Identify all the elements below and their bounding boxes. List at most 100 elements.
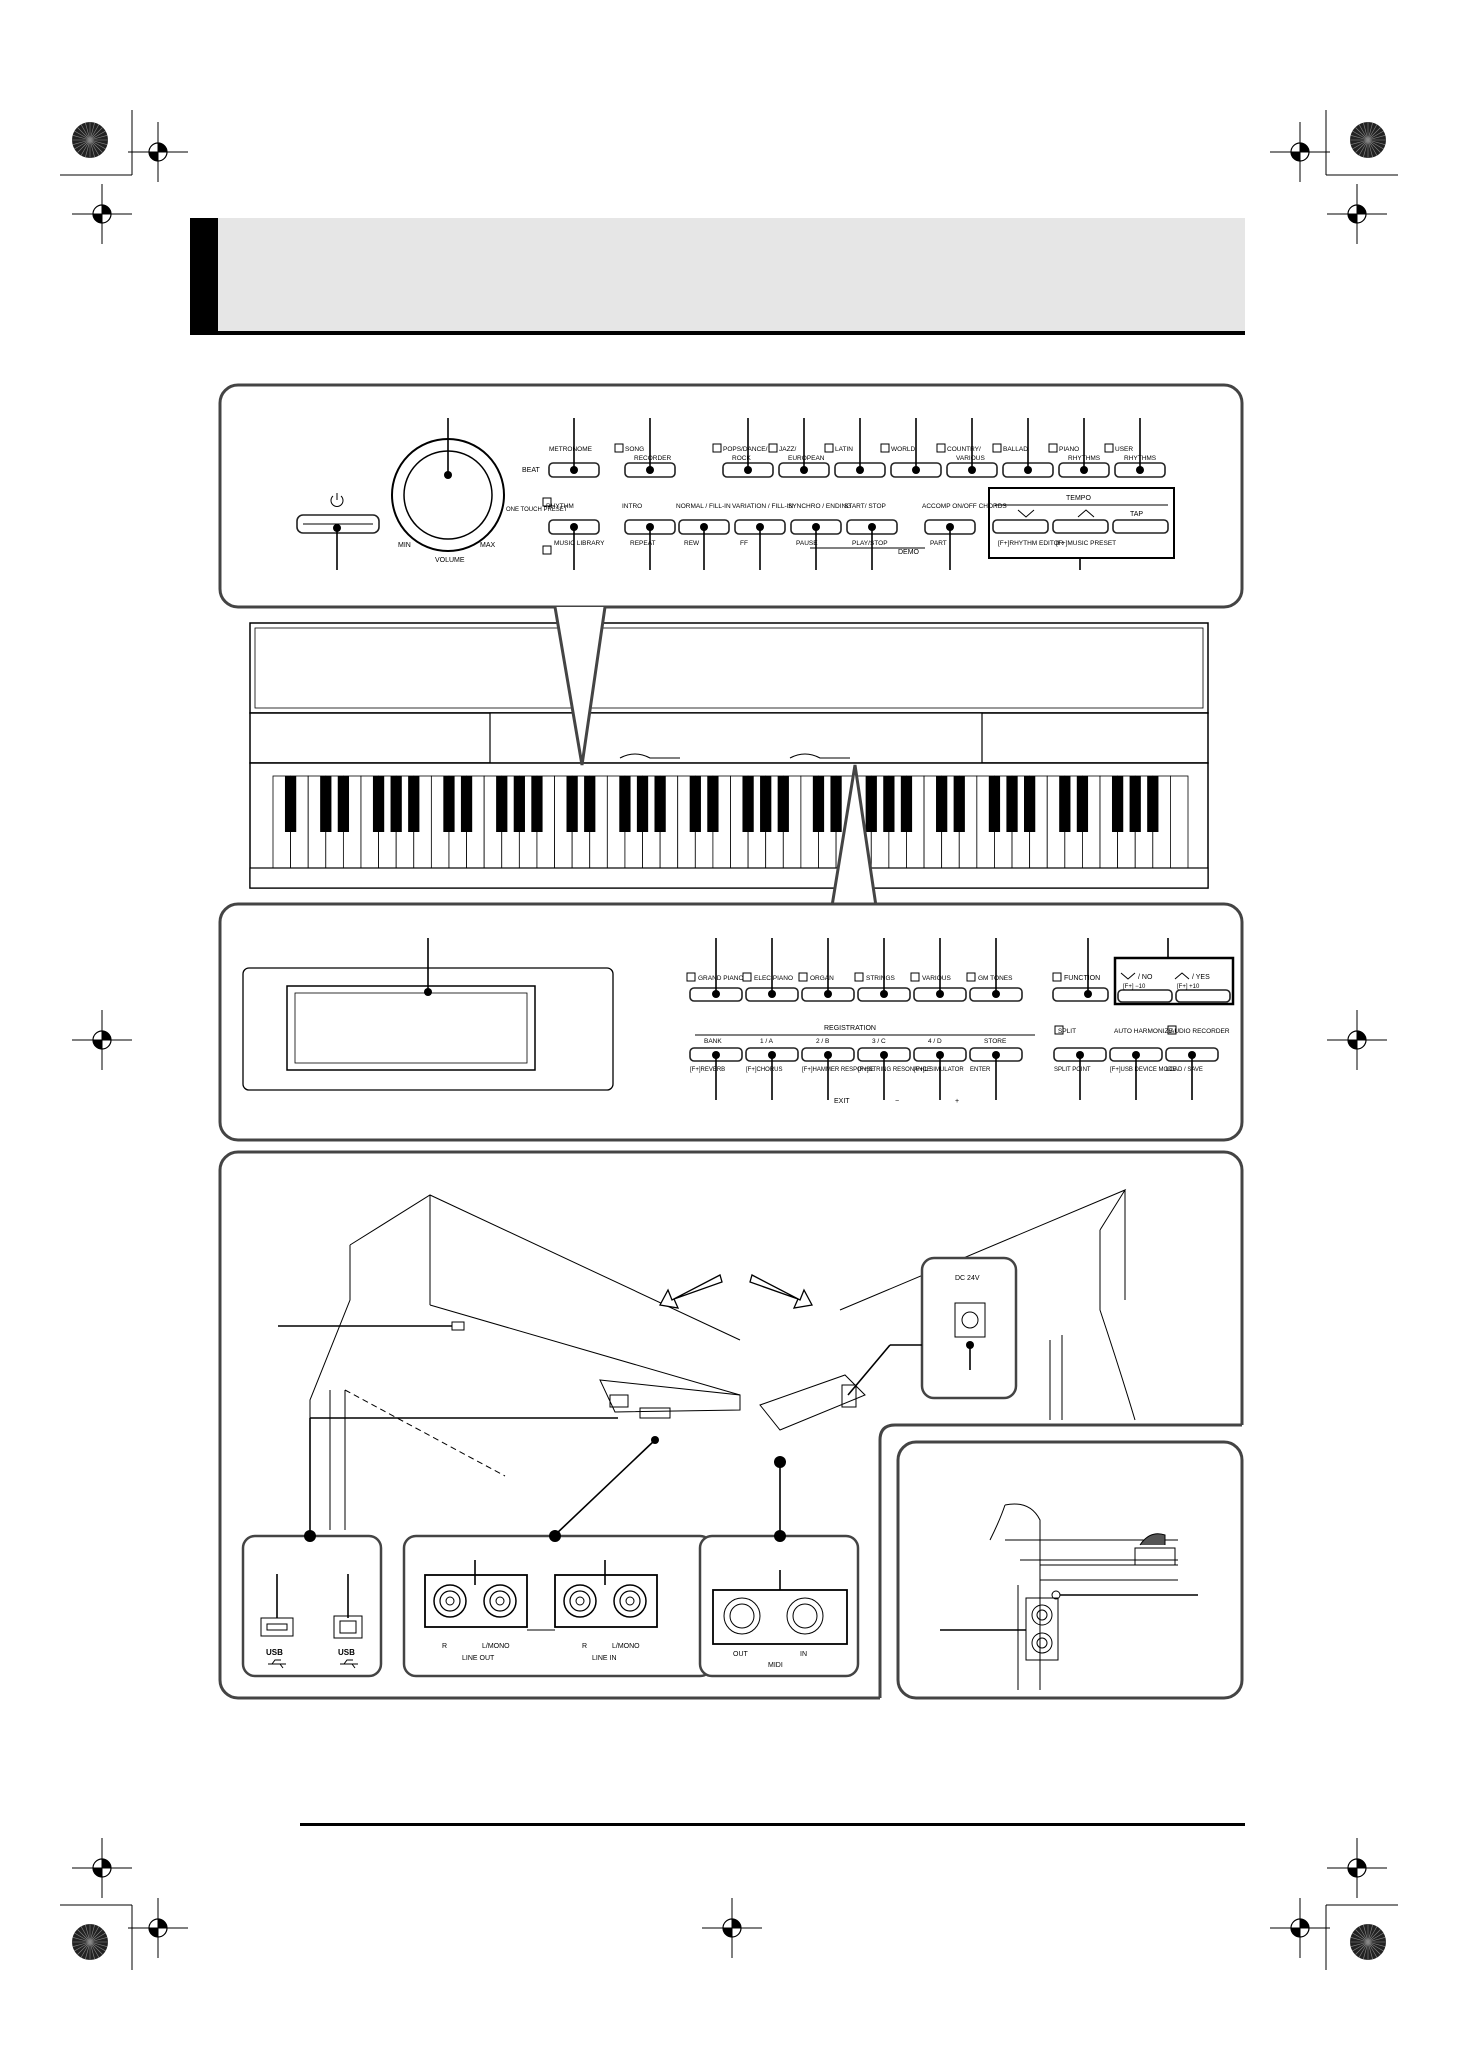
rhythm-button-3[interactable] bbox=[778, 418, 830, 478]
rhythm-button-2[interactable] bbox=[722, 418, 774, 478]
rhythm-button-label: COUNTRY/ bbox=[947, 446, 981, 453]
usb-right-label: USB bbox=[338, 1648, 355, 1657]
function-button[interactable] bbox=[1052, 987, 1109, 1002]
rhythm-button-5[interactable] bbox=[890, 418, 942, 478]
led-indicator bbox=[936, 443, 946, 453]
rhythm-button-sublabel: RHYTHMS bbox=[1124, 455, 1157, 462]
split-led bbox=[1054, 1025, 1064, 1035]
usb-callout: USB USB bbox=[241, 1530, 383, 1678]
no-button[interactable] bbox=[1117, 989, 1173, 1003]
registration-button-sublabel: [F+]STRING RESONANCE bbox=[858, 1067, 931, 1073]
tone-button-0[interactable] bbox=[689, 938, 743, 1002]
rhythm-button-0[interactable] bbox=[548, 418, 600, 478]
tone-button-5[interactable] bbox=[969, 938, 1023, 1002]
registration-crosshair bbox=[702, 1898, 762, 1958]
rhythm-button-label: SONG bbox=[625, 446, 644, 453]
rhythm-button-label: PIANO bbox=[1059, 446, 1079, 453]
registration-crosshair bbox=[1270, 122, 1330, 182]
registration-button-5[interactable] bbox=[969, 1047, 1023, 1100]
rhythm-button-label: JAZZ/ bbox=[779, 446, 797, 453]
midi-in-label: IN bbox=[800, 1651, 807, 1658]
function-led bbox=[1052, 972, 1062, 982]
registration-button-sublabel: [F+]CHORUS bbox=[746, 1067, 783, 1073]
function-button-6[interactable] bbox=[924, 519, 976, 570]
tone-button-4[interactable] bbox=[913, 938, 967, 1002]
registration-button-4[interactable] bbox=[913, 1047, 967, 1100]
power-icon bbox=[330, 493, 344, 507]
registration-crosshair bbox=[72, 1838, 132, 1898]
led-indicator bbox=[768, 443, 778, 453]
registration-button-label: STORE bbox=[984, 1038, 1007, 1045]
music-preset-label: [F+]MUSIC PRESET bbox=[1056, 540, 1116, 547]
line-jack bbox=[563, 1584, 597, 1618]
power-button[interactable] bbox=[296, 514, 380, 534]
tempo-title: TEMPO bbox=[1066, 495, 1091, 502]
rhythm-button-6[interactable] bbox=[946, 418, 998, 478]
lcd-display bbox=[286, 985, 536, 1071]
tone-led bbox=[798, 972, 808, 982]
mode-button-label: AUTO HARMONIZE bbox=[1114, 1028, 1173, 1035]
midi-out-label: OUT bbox=[733, 1651, 749, 1658]
beat-label: BEAT bbox=[522, 467, 540, 474]
tone-button-label: ORGAN bbox=[810, 975, 834, 982]
header-band bbox=[190, 218, 1245, 332]
volume-label: VOLUME bbox=[435, 557, 465, 564]
registration-button-label: 2 / B bbox=[816, 1038, 829, 1045]
function-button-0[interactable] bbox=[548, 519, 600, 570]
registration-crosshair bbox=[1327, 1010, 1387, 1070]
registration-button-sublabel: ENTER bbox=[970, 1067, 991, 1073]
tap-button[interactable] bbox=[1112, 519, 1169, 534]
line-jack bbox=[613, 1584, 647, 1618]
yes-button[interactable] bbox=[1175, 989, 1231, 1003]
led-indicator bbox=[880, 443, 890, 453]
mode-button-0[interactable] bbox=[1053, 1047, 1107, 1100]
function-button-bottom-label: REW bbox=[684, 540, 700, 547]
headphone-panel bbox=[896, 1440, 1244, 1700]
tap-label: TAP bbox=[1130, 511, 1143, 518]
led-indicator bbox=[824, 443, 834, 453]
tone-button-2[interactable] bbox=[801, 938, 855, 1002]
headphone-jacks bbox=[1025, 1597, 1059, 1661]
rhythm-button-1[interactable] bbox=[624, 418, 676, 478]
rhythm-button-sublabel: RHYTHMS bbox=[1068, 455, 1101, 462]
tempo-down-button[interactable] bbox=[992, 519, 1049, 534]
rhythm-button-7[interactable] bbox=[1002, 418, 1054, 478]
registration-wheel bbox=[72, 1924, 108, 1960]
registration-crosshair bbox=[72, 184, 132, 244]
rhythm-button-4[interactable] bbox=[834, 418, 886, 478]
function-button-4[interactable] bbox=[790, 519, 842, 570]
mode-button-2[interactable] bbox=[1165, 1047, 1219, 1100]
function-button-3[interactable] bbox=[734, 519, 786, 570]
keyboard bbox=[272, 775, 1189, 869]
mode-button-1[interactable] bbox=[1109, 1047, 1163, 1100]
registration-crosshair bbox=[1327, 184, 1387, 244]
function-button-2[interactable] bbox=[678, 519, 730, 570]
tone-button-1[interactable] bbox=[745, 938, 799, 1002]
registration-button-3[interactable] bbox=[857, 1047, 911, 1100]
rhythm-button-label: LATIN bbox=[835, 446, 853, 453]
yes-sub-label: [F+] +10 bbox=[1177, 984, 1200, 990]
registration-button-1[interactable] bbox=[745, 1047, 799, 1100]
yes-label: / YES bbox=[1192, 974, 1210, 981]
mode-button-label: SPLIT bbox=[1058, 1028, 1076, 1035]
led-indicator bbox=[1104, 443, 1114, 453]
function-button-bottom-label: FF bbox=[740, 540, 748, 547]
tone-button-3[interactable] bbox=[857, 938, 911, 1002]
dc-jack bbox=[954, 1302, 986, 1338]
function-button-1[interactable] bbox=[624, 519, 676, 570]
tempo-up-button[interactable] bbox=[1052, 519, 1109, 534]
registration-wheel bbox=[72, 122, 108, 158]
recorder-led bbox=[1167, 1025, 1177, 1035]
mode-button-label: AUDIO RECORDER bbox=[1170, 1028, 1230, 1035]
registration-button-2[interactable] bbox=[801, 1047, 855, 1100]
registration-button-0[interactable] bbox=[689, 1047, 743, 1100]
rhythm-button-sublabel: VARIOUS bbox=[956, 455, 985, 462]
header-underline bbox=[190, 331, 1245, 335]
rhythm-button-8[interactable] bbox=[1058, 418, 1110, 478]
registration-crosshair bbox=[1270, 1898, 1330, 1958]
usb-left-label: USB bbox=[266, 1648, 283, 1657]
volume-max-label: MAX bbox=[480, 542, 496, 549]
rhythm-editor-label: [F+]RHYTHM EDITOR bbox=[998, 540, 1064, 547]
rhythm-button-9[interactable] bbox=[1114, 418, 1166, 478]
